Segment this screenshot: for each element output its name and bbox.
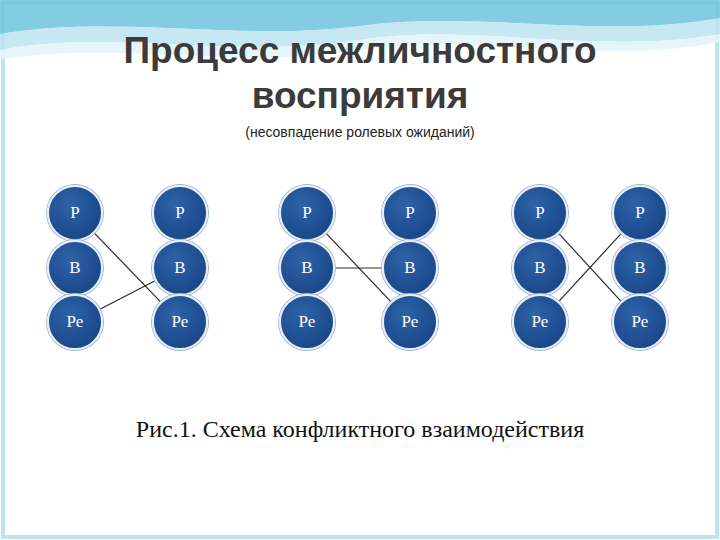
role-circle: Р (47, 185, 103, 241)
figure-caption: Рис.1. Схема конфликтного взаимодействия (40, 416, 680, 443)
slide-title: Процесс межличностного восприятия (90, 28, 630, 118)
role-circle: Ре (512, 294, 568, 350)
circle-letter: Р (635, 203, 644, 223)
connector-line (94, 233, 160, 302)
subtitle-note: (несовпадение ролевых ожиданий) (110, 124, 610, 140)
circle-letter: Ре (632, 312, 649, 332)
role-circle: В (612, 240, 668, 296)
role-circle: Ре (382, 294, 438, 350)
circle-letter: Ре (532, 312, 549, 332)
circle-letter: Ре (172, 312, 189, 332)
circle-letter: В (404, 258, 415, 278)
role-circle: Р (152, 185, 208, 241)
circle-letter: В (174, 258, 185, 278)
role-circle: В (152, 240, 208, 296)
role-circle: Ре (279, 294, 335, 350)
role-circle: В (382, 240, 438, 296)
role-circle: В (512, 240, 568, 296)
role-circle: Ре (152, 294, 208, 350)
circle-letter: Ре (402, 312, 419, 332)
role-circle: Р (382, 185, 438, 241)
circle-letter: Р (70, 203, 79, 223)
connector-line (100, 281, 155, 309)
circle-letter: Ре (67, 312, 84, 332)
circle-letter: В (634, 258, 645, 278)
role-circle: В (279, 240, 335, 296)
role-circle: Р (279, 185, 335, 241)
role-circle: Ре (47, 294, 103, 350)
circle-letter: Р (175, 203, 184, 223)
frame (3, 3, 717, 537)
connector-line (335, 267, 382, 268)
circle-letter: В (534, 258, 545, 278)
role-circle: Р (612, 185, 668, 241)
circle-letter: Ре (299, 312, 316, 332)
circle-letter: Р (405, 203, 414, 223)
circle-letter: В (69, 258, 80, 278)
role-circle: В (47, 240, 103, 296)
role-circle: Р (512, 185, 568, 241)
role-circle: Ре (612, 294, 668, 350)
circle-letter: Р (535, 203, 544, 223)
circle-letter: Р (302, 203, 311, 223)
circle-letter: В (301, 258, 312, 278)
